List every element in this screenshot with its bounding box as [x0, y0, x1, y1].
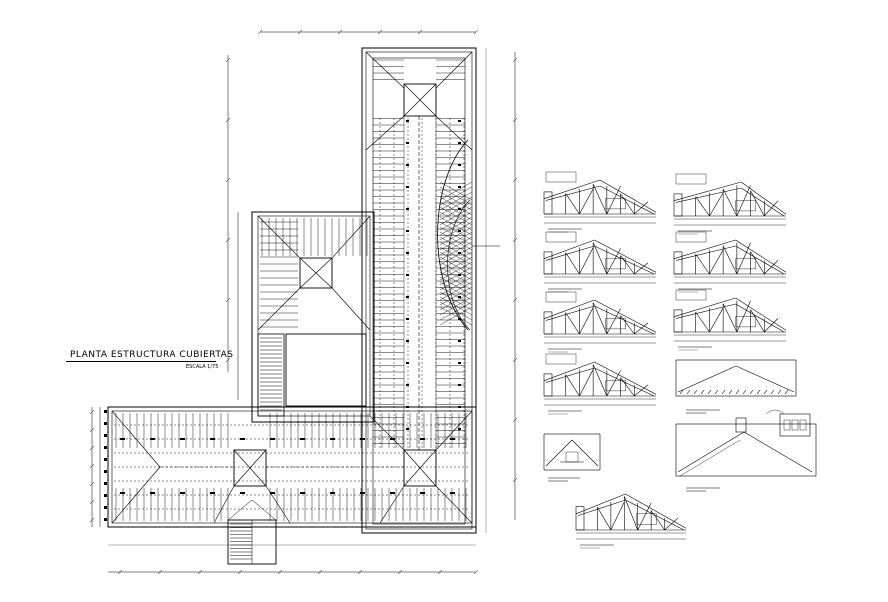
truss-details [543, 171, 817, 549]
drawing-title: PLANTA ESTRUCTURA CUBIERTAS [70, 350, 234, 360]
title-underline [66, 361, 216, 362]
dimension-lines [89, 29, 518, 575]
drawing-scale: ESCALA 1/75 [186, 364, 219, 370]
roof-plan [104, 47, 500, 565]
